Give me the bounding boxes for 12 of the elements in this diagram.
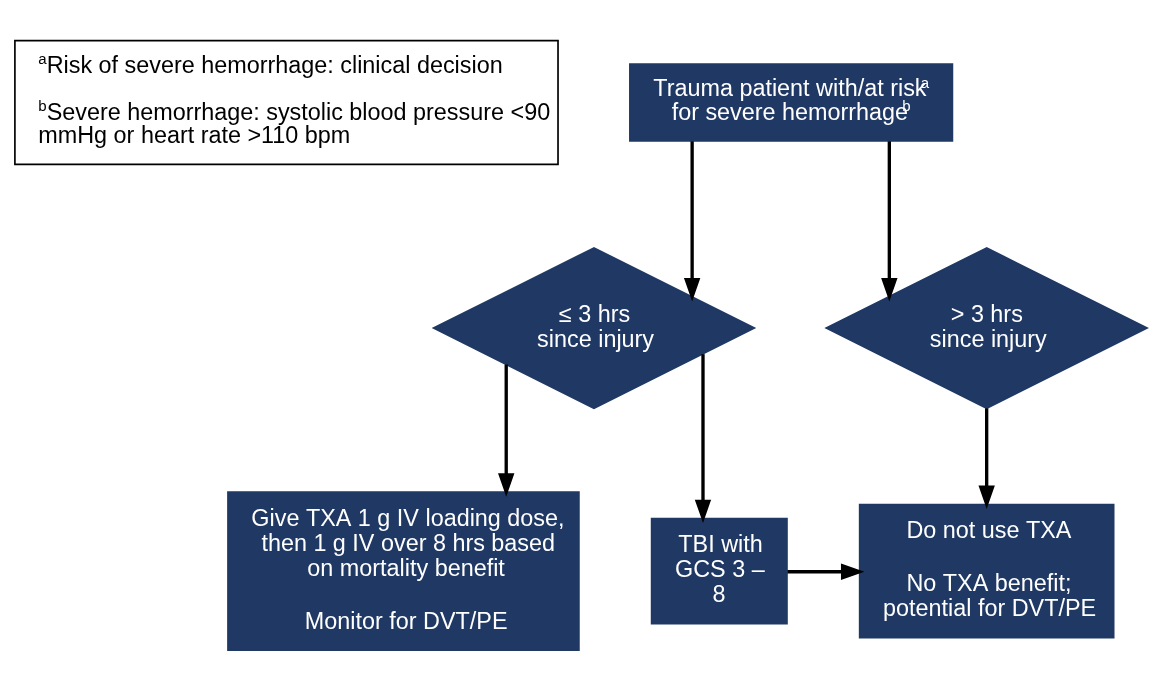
node-box: $^{a}$Risk of severe hemorrhage: clinical decision $^{b}$Severe hemorrhage: systolic blood pressure <90 mmHg or heart rate >110 bpm <box>14 39 559 165</box>
arrow <box>978 407 995 509</box>
node-box: Do not use TXA No TXA benefit; potential for DVT/PE <box>858 503 1115 638</box>
arrow <box>787 563 865 580</box>
node-diamond: > 3 hrs since injury <box>824 246 1149 409</box>
arrow <box>694 353 712 523</box>
arrow <box>683 140 701 301</box>
arrow <box>498 364 515 497</box>
node-diamond: ≤ 3 hrs since injury <box>431 246 757 409</box>
node-box: Give TXA 1 g IV loading dose, then 1 g IV over 8 hrs based on mortality benefit Monitor for DVT/PE <box>227 490 580 651</box>
arrow <box>881 140 898 301</box>
node-box: TBI with GCS 3 – 8 <box>650 517 788 625</box>
